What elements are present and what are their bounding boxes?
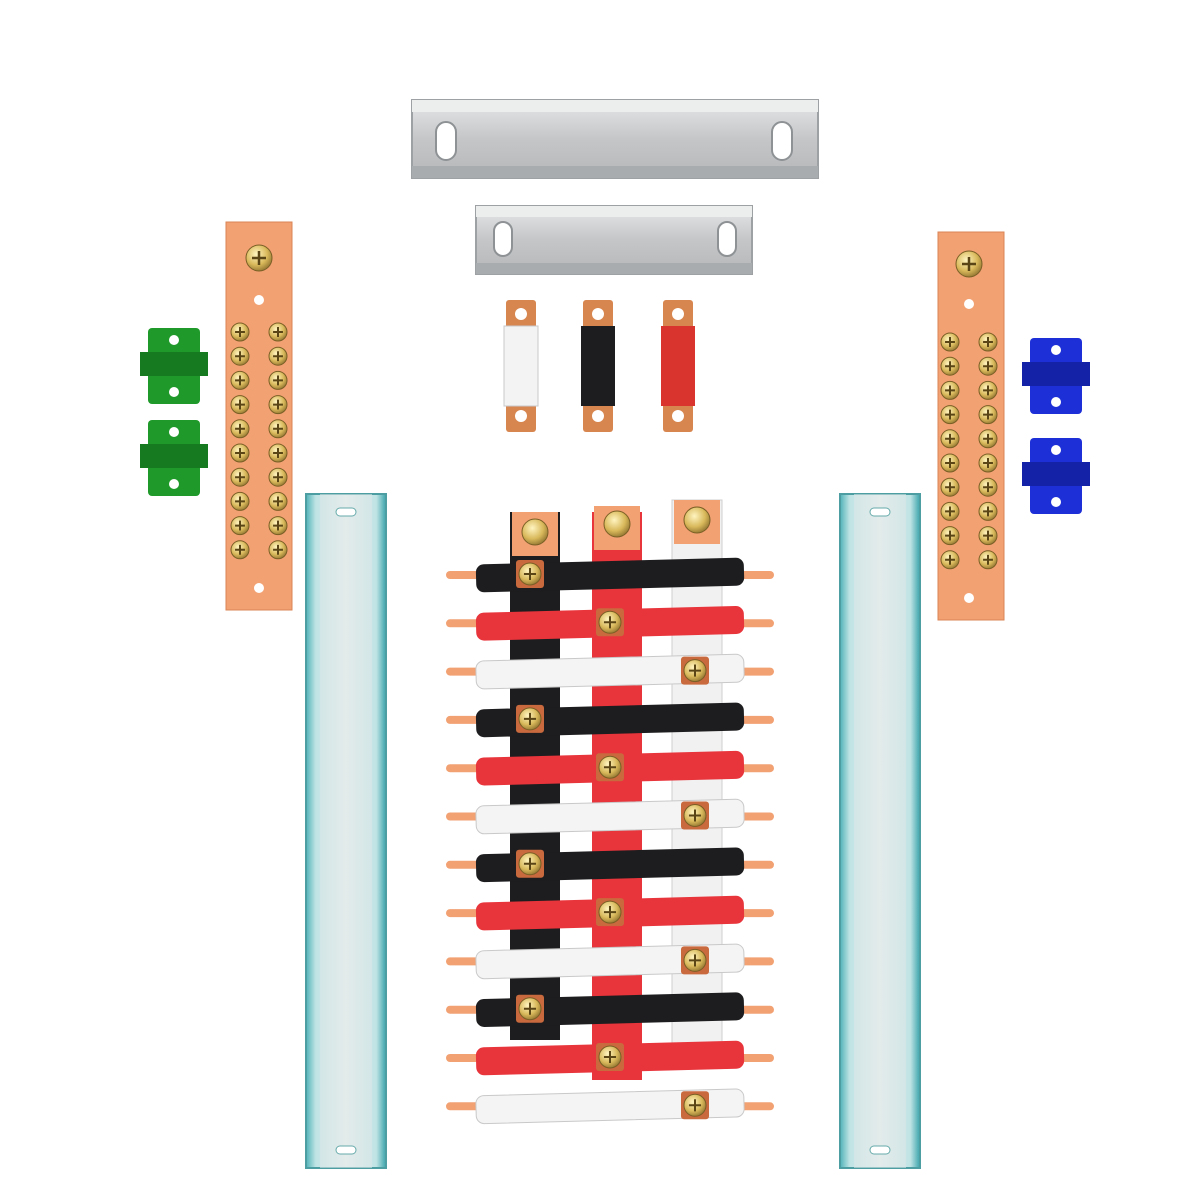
- terminal-screw: [978, 501, 998, 521]
- busbar-screw: [598, 755, 622, 779]
- terminal-screw: [230, 516, 250, 536]
- busbar-row-black: [446, 847, 774, 883]
- terminal-screw: [978, 332, 998, 352]
- din-rail-left: [305, 493, 387, 1169]
- terminal-bar-right: [937, 231, 1005, 621]
- terminal-screw: [268, 443, 288, 463]
- terminal-screw: [940, 332, 960, 352]
- busbar-screw: [518, 707, 542, 731]
- busbar-screw: [518, 562, 542, 586]
- busbar-row-white: [446, 1088, 774, 1125]
- green-insulator-bottom: [140, 420, 208, 496]
- busbar-row-white: [446, 943, 774, 980]
- busbar-screw: [598, 610, 622, 634]
- busbar-screw: [683, 659, 707, 683]
- busbar-row-black: [446, 557, 774, 593]
- busbar-row-black: [446, 702, 774, 738]
- terminal-screw: [978, 477, 998, 497]
- mounting-plate-small: [475, 205, 753, 275]
- terminal-screw: [230, 419, 250, 439]
- terminal-screw: [230, 491, 250, 511]
- busbar-screw: [683, 948, 707, 972]
- terminal-screw: [940, 453, 960, 473]
- terminal-screw: [230, 467, 250, 487]
- terminal-screw: [268, 540, 288, 560]
- terminal-screw: [230, 395, 250, 415]
- terminal-screw: [978, 429, 998, 449]
- busbar-screw: [683, 1093, 707, 1117]
- terminal-screw: [940, 429, 960, 449]
- din-rail-right: [839, 493, 921, 1169]
- terminal-screw: [940, 356, 960, 376]
- terminal-screw: [268, 467, 288, 487]
- phase-link-red: [661, 300, 695, 432]
- terminal-screw: [940, 380, 960, 400]
- terminal-bar-left: [225, 221, 293, 611]
- blue-insulator-top: [1022, 338, 1090, 414]
- terminal-screw: [268, 370, 288, 390]
- phase-link-black: [581, 300, 615, 432]
- blue-insulator-bottom: [1022, 438, 1090, 514]
- terminal-screw: [978, 526, 998, 546]
- terminal-screw: [268, 516, 288, 536]
- busbar-screw: [518, 997, 542, 1021]
- terminal-screw: [978, 405, 998, 425]
- terminal-screw: [230, 346, 250, 366]
- busbar-screw: [598, 900, 622, 924]
- terminal-screw: [268, 419, 288, 439]
- terminal-screw: [268, 346, 288, 366]
- terminal-screw: [230, 370, 250, 390]
- terminal-screw: [940, 526, 960, 546]
- terminal-screw: [940, 405, 960, 425]
- phase-link-white: [503, 300, 539, 432]
- terminal-screw: [978, 550, 998, 570]
- busbar-screw: [683, 804, 707, 827]
- terminal-screw: [940, 501, 960, 521]
- terminal-screw: [268, 395, 288, 415]
- terminal-screw: [268, 322, 288, 342]
- terminal-screw: [230, 322, 250, 342]
- green-insulator-top: [140, 328, 208, 404]
- busbar-screw: [598, 1045, 622, 1069]
- busbar-row-white: [446, 653, 774, 690]
- mounting-plate-large: [411, 99, 819, 179]
- busbar-screw: [518, 852, 542, 876]
- terminal-screw: [230, 540, 250, 560]
- terminal-screw: [978, 380, 998, 400]
- terminal-screw: [978, 453, 998, 473]
- terminal-screw: [230, 443, 250, 463]
- busbar-row-black: [446, 992, 774, 1027]
- comb-busbar-assembly: [446, 499, 774, 1125]
- terminal-screw: [940, 477, 960, 497]
- busbar-row-white: [446, 798, 774, 835]
- terminal-screw: [268, 491, 288, 511]
- terminal-screw: [978, 356, 998, 376]
- terminal-screw: [940, 550, 960, 570]
